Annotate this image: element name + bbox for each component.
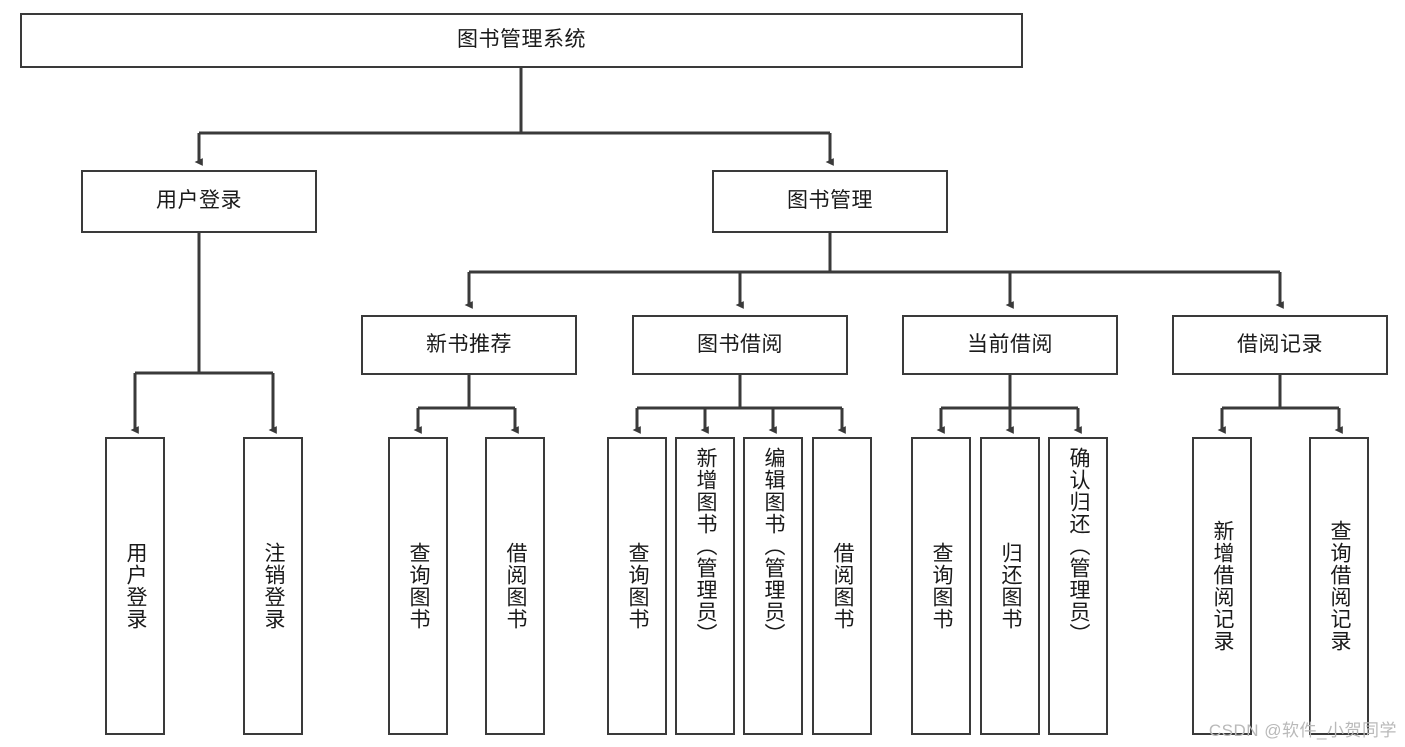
leaf-borrow-book[interactable]: 借阅图书 — [812, 437, 872, 735]
leaf-add-borrow-record[interactable]: 新增借阅记录 — [1192, 437, 1252, 735]
leaf-add-book-admin-label: 新增图书（管理员） — [694, 447, 718, 645]
leaf-query-borrow-record[interactable]: 查询借阅记录 — [1309, 437, 1369, 735]
leaf-edit-book-admin-label: 编辑图书（管理员） — [762, 447, 786, 645]
leaf-user-login[interactable]: 用户登录 — [105, 437, 165, 735]
node-new-book-recommend[interactable]: 新书推荐 — [361, 315, 577, 375]
node-current-borrow[interactable]: 当前借阅 — [902, 315, 1118, 375]
leaf-query-book-current-label: 查询图书 — [930, 542, 954, 630]
node-current-borrow-label: 当前借阅 — [967, 332, 1053, 356]
node-book-borrow[interactable]: 图书借阅 — [632, 315, 848, 375]
leaf-user-login-label: 用户登录 — [124, 542, 148, 630]
node-book-management-label: 图书管理 — [787, 189, 873, 213]
leaf-query-book-current[interactable]: 查询图书 — [911, 437, 971, 735]
node-book-borrow-label: 图书借阅 — [697, 332, 783, 356]
leaf-add-borrow-record-label: 新增借阅记录 — [1211, 520, 1235, 652]
node-book-management[interactable]: 图书管理 — [712, 170, 948, 233]
node-user-login[interactable]: 用户登录 — [81, 170, 317, 233]
node-root[interactable]: 图书管理系统 — [20, 13, 1023, 68]
leaf-query-book-new-label: 查询图书 — [407, 542, 431, 630]
node-borrow-records[interactable]: 借阅记录 — [1172, 315, 1388, 375]
watermark-text: CSDN @软件_小贺同学 — [1208, 721, 1397, 740]
leaf-query-book-new[interactable]: 查询图书 — [388, 437, 448, 735]
leaf-logout-label: 注销登录 — [262, 542, 286, 630]
leaf-add-book-admin[interactable]: 新增图书（管理员） — [675, 437, 735, 735]
leaf-borrow-book-new[interactable]: 借阅图书 — [485, 437, 545, 735]
leaf-logout[interactable]: 注销登录 — [243, 437, 303, 735]
leaf-query-book-borrow-label: 查询图书 — [626, 542, 650, 630]
leaf-confirm-return-admin-label: 确认归还（管理员） — [1067, 447, 1091, 645]
leaf-return-book[interactable]: 归还图书 — [980, 437, 1040, 735]
leaf-confirm-return-admin[interactable]: 确认归还（管理员） — [1048, 437, 1108, 735]
leaf-query-borrow-record-label: 查询借阅记录 — [1328, 520, 1352, 652]
node-root-label: 图书管理系统 — [457, 28, 586, 52]
leaf-edit-book-admin[interactable]: 编辑图书（管理员） — [743, 437, 803, 735]
leaf-borrow-book-label: 借阅图书 — [831, 542, 855, 630]
node-new-book-recommend-label: 新书推荐 — [426, 332, 512, 356]
node-borrow-records-label: 借阅记录 — [1237, 332, 1323, 356]
leaf-return-book-label: 归还图书 — [999, 542, 1023, 630]
node-user-login-label: 用户登录 — [156, 189, 242, 213]
leaf-query-book-borrow[interactable]: 查询图书 — [607, 437, 667, 735]
leaf-borrow-book-new-label: 借阅图书 — [504, 542, 528, 630]
